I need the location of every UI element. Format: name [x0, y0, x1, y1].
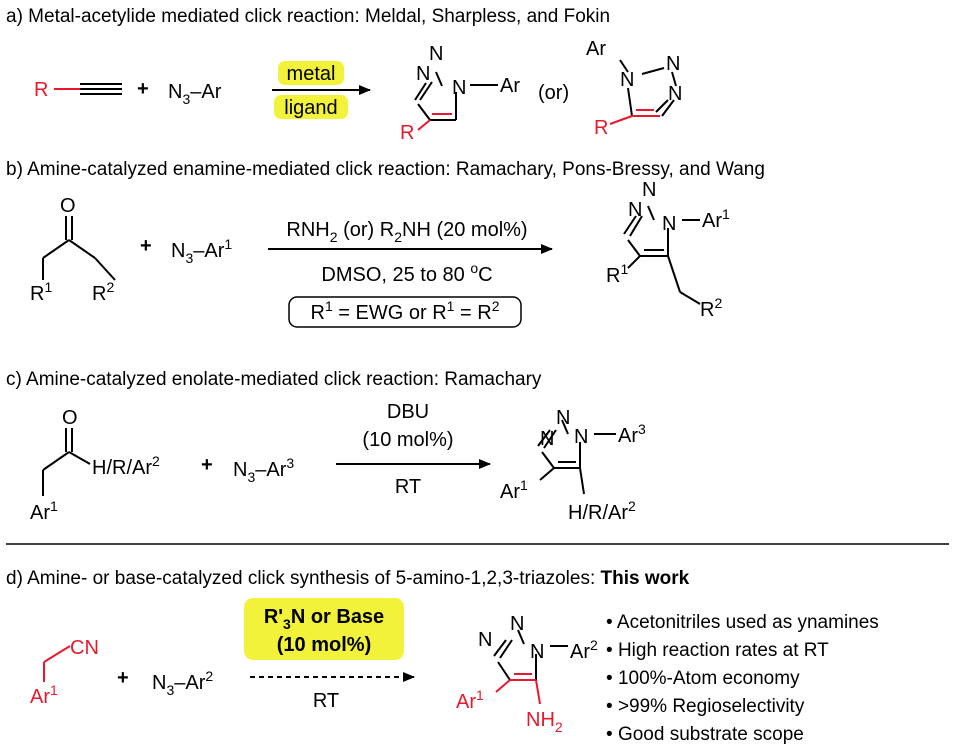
- triazole-d-ar2: Ar2: [570, 637, 598, 663]
- triazole-1-ar: Ar: [500, 75, 520, 97]
- panel-d-header: d) Amine- or base-catalyzed click synthe…: [6, 568, 690, 589]
- panel-d: d) Amine- or base-catalyzed click synthe…: [6, 568, 879, 745]
- acetonitrile-cn: CN: [70, 637, 99, 659]
- plus-sign: +: [137, 78, 149, 100]
- condition-box: [288, 296, 522, 328]
- condition-amine: RNH2 (or) R2NH (20 mol%): [286, 219, 527, 245]
- azide-b-label: N3–Ar1: [171, 236, 232, 266]
- condition-box-text: R1 = EWG or R1 = R2: [311, 298, 500, 324]
- panel-a: a) Metal-acetylide mediated click reacti…: [6, 6, 682, 144]
- azide-c-label: N3–Ar3: [233, 455, 294, 485]
- carbonyl-o: O: [62, 407, 78, 429]
- triazole-c-ar1: Ar1: [500, 477, 528, 503]
- condition-highlight-ligand: [274, 95, 348, 119]
- feature-item: • >99% Regioselectivity: [606, 696, 805, 717]
- triazole-d-nh2: NH2: [526, 709, 563, 735]
- triazole-c-n2: N: [556, 407, 570, 429]
- triazole-d-n1: N: [530, 641, 544, 663]
- triazole-c-hrar2: H/R/Ar2: [568, 498, 636, 524]
- condition-highlight-metal: [278, 61, 344, 85]
- triazole-1-n2: N: [429, 43, 443, 65]
- panel-a-header: a) Metal-acetylide mediated click reacti…: [6, 6, 610, 27]
- condition-base-loading: (10 mol%): [277, 634, 371, 656]
- condition-metal: metal: [287, 63, 336, 85]
- condition-ligand: ligand: [284, 97, 337, 119]
- triazole-2-ar: Ar: [586, 38, 606, 60]
- triazole-product-1: [414, 71, 498, 131]
- triazole-2-n1: N: [620, 69, 634, 91]
- condition-dbu: DBU: [387, 401, 429, 423]
- condition-rt-d: RT: [313, 690, 339, 712]
- triazole-product-2: [609, 59, 677, 125]
- feature-item: • Acetonitriles used as ynamines: [606, 612, 879, 633]
- triazole-c-ar3: Ar3: [618, 421, 646, 447]
- triazole-b-n1: N: [662, 213, 676, 235]
- feature-item: • 100%-Atom economy: [606, 668, 800, 689]
- plus-sign-b: +: [140, 235, 152, 257]
- acetonitrile-skeleton: [43, 645, 71, 682]
- triazole-1-n1: N: [452, 77, 466, 99]
- ketone-skeleton: [42, 216, 116, 281]
- triazole-b-r1: R1: [606, 261, 628, 287]
- azide-d-label: N3–Ar2: [152, 668, 213, 698]
- alkyne-r-label: R: [34, 79, 48, 101]
- triazole-product-c: [537, 419, 616, 495]
- triazole-c-n3: N: [540, 428, 554, 450]
- alkyne-bond: [54, 83, 122, 95]
- feature-item: • Good substrate scope: [606, 724, 804, 745]
- condition-base: R'3N or Base: [264, 606, 384, 632]
- triazole-b-n3: N: [628, 199, 642, 221]
- feature-item: • High reaction rates at RT: [606, 640, 829, 661]
- azide-label: N3–Ar: [168, 81, 222, 107]
- condition-solvent: DMSO, 25 to 80 oC: [321, 260, 492, 286]
- panel-c: c) Amine-catalyzed enolate-mediated clic…: [6, 369, 646, 524]
- condition-rt-c: RT: [395, 476, 421, 498]
- condition-dbu-loading: (10 mol%): [362, 429, 453, 451]
- panel-b: b) Amine-catalyzed enamine-mediated clic…: [6, 159, 765, 328]
- triazole-d-n2: N: [510, 613, 524, 635]
- condition-highlight-base: [244, 598, 404, 660]
- plus-sign-c: +: [201, 454, 213, 476]
- triazole-d-n3: N: [478, 629, 492, 651]
- or-label: (or): [538, 82, 569, 104]
- triazole-b-n2: N: [642, 179, 656, 201]
- triazole-product-b: [623, 205, 701, 305]
- triazole-2-n2: N: [666, 53, 680, 75]
- ketone-r1: R1: [30, 279, 52, 305]
- aminotriazole-product: [493, 629, 568, 705]
- triazole-b-ar1: Ar1: [702, 206, 730, 232]
- ketone-o: O: [60, 195, 76, 217]
- triazole-2-n3: N: [668, 83, 682, 105]
- triazole-2-r: R: [594, 117, 608, 139]
- panel-b-header: b) Amine-catalyzed enamine-mediated clic…: [6, 159, 765, 180]
- carbonyl-ar1: Ar1: [30, 498, 58, 524]
- acetonitrile-ar1: Ar1: [30, 682, 58, 708]
- feature-list: • Acetonitriles used as ynamines • High …: [606, 612, 879, 745]
- carbonyl-skeleton: [42, 428, 91, 496]
- carbonyl-hrar2: H/R/Ar2: [92, 453, 160, 479]
- triazole-1-n3: N: [416, 63, 430, 85]
- ketone-r2: R2: [92, 279, 114, 305]
- triazole-c-n1: N: [574, 426, 588, 448]
- triazole-d-ar1: Ar1: [456, 687, 484, 713]
- panel-c-header: c) Amine-catalyzed enolate-mediated clic…: [6, 369, 542, 390]
- plus-sign-d: +: [117, 667, 129, 689]
- triazole-1-r: R: [400, 122, 414, 144]
- triazole-b-r2: R2: [700, 295, 722, 321]
